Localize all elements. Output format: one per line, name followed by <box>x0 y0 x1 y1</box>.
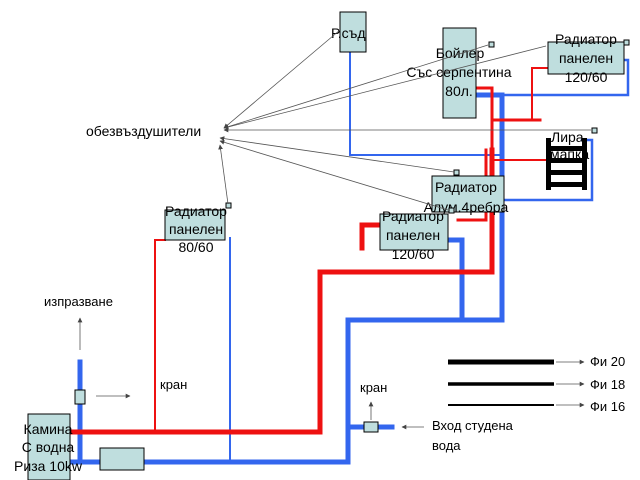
expansion-vessel-label: Р.съд <box>331 25 366 41</box>
radiator-top-label-2: панелен <box>559 50 613 66</box>
supply-to-mid-radiator <box>359 222 383 251</box>
left-radiator-supply <box>154 239 166 433</box>
circulation-pump <box>99 447 145 471</box>
stove-label-3: Риза 10kw <box>14 458 83 474</box>
radiator-top <box>547 41 625 75</box>
radiator-alu-label-1: Радиатор <box>435 179 497 195</box>
drain-label: изпразване <box>44 294 113 309</box>
expansion-vessel <box>339 11 367 53</box>
supply-to-top-radiator <box>531 67 549 121</box>
towel-rail-air-vent <box>591 127 598 134</box>
radiator-left-label-1: Радиатор <box>165 203 227 219</box>
legend-label-fi16: Фи 16 <box>590 399 625 414</box>
valve-right-label: кран <box>360 380 387 395</box>
mid-radiator-return <box>445 237 465 323</box>
supply-boiler <box>474 86 494 122</box>
radiator-alu <box>431 175 505 213</box>
cold-inlet-label-1: Вход студена <box>432 418 514 433</box>
radiator-mid-label-3: 120/60 <box>392 246 435 262</box>
hot-pipes <box>69 67 549 435</box>
boiler-label-1: Бойлер <box>436 45 485 61</box>
air-vents-label: обезвъздушители <box>86 123 201 139</box>
boiler-air-vent <box>488 41 495 48</box>
boiler <box>442 27 477 119</box>
supply-upper <box>490 118 542 152</box>
pipe-diameter-legend: Фи 20 Фи 18 Фи 16 <box>448 354 625 414</box>
radiator-left-label-3: 80/60 <box>178 239 213 255</box>
radiator-mid-label-2: панелен <box>386 227 440 243</box>
legend-label-fi18: Фи 18 <box>590 377 625 392</box>
cold-inlet-label-2: вода <box>432 438 461 453</box>
towel-rail <box>546 138 587 190</box>
top-radiator-return <box>500 58 630 97</box>
radiator-left-air-vent <box>225 202 232 209</box>
radiator-left-label-2: панелен <box>169 221 223 237</box>
towel-rail-label-2: мапка <box>550 146 589 162</box>
main-supply-pipe <box>69 147 495 435</box>
valve-right <box>363 421 379 433</box>
legend-label-fi20: Фи 20 <box>590 354 625 369</box>
boiler-label-3: 80л. <box>445 83 473 99</box>
stove <box>27 413 71 480</box>
stove-label-2: С водна <box>22 439 75 455</box>
valve-left <box>74 389 86 405</box>
radiator-mid-label-1: Радиатор <box>382 208 444 224</box>
radiator-alu-air-vent <box>453 169 460 176</box>
radiator-left <box>164 209 226 241</box>
radiator-top-label-3: 120/60 <box>565 69 608 85</box>
radiator-alu-label-2: Алум.4ребра <box>424 199 509 215</box>
valve-left-label: кран <box>160 377 187 392</box>
towel-rail-label-1: Лира <box>551 129 584 145</box>
radiator-mid-air-vent <box>448 207 455 214</box>
radiator-mid <box>379 213 449 251</box>
radiator-top-air-vent <box>623 39 630 46</box>
radiator-top-label-1: Радиатор <box>555 31 617 47</box>
air-vent-arrows <box>218 29 591 211</box>
boiler-label-2: Със серпентина <box>406 64 511 80</box>
stove-label-1: Камина <box>24 421 73 437</box>
expansion-line <box>349 49 503 156</box>
